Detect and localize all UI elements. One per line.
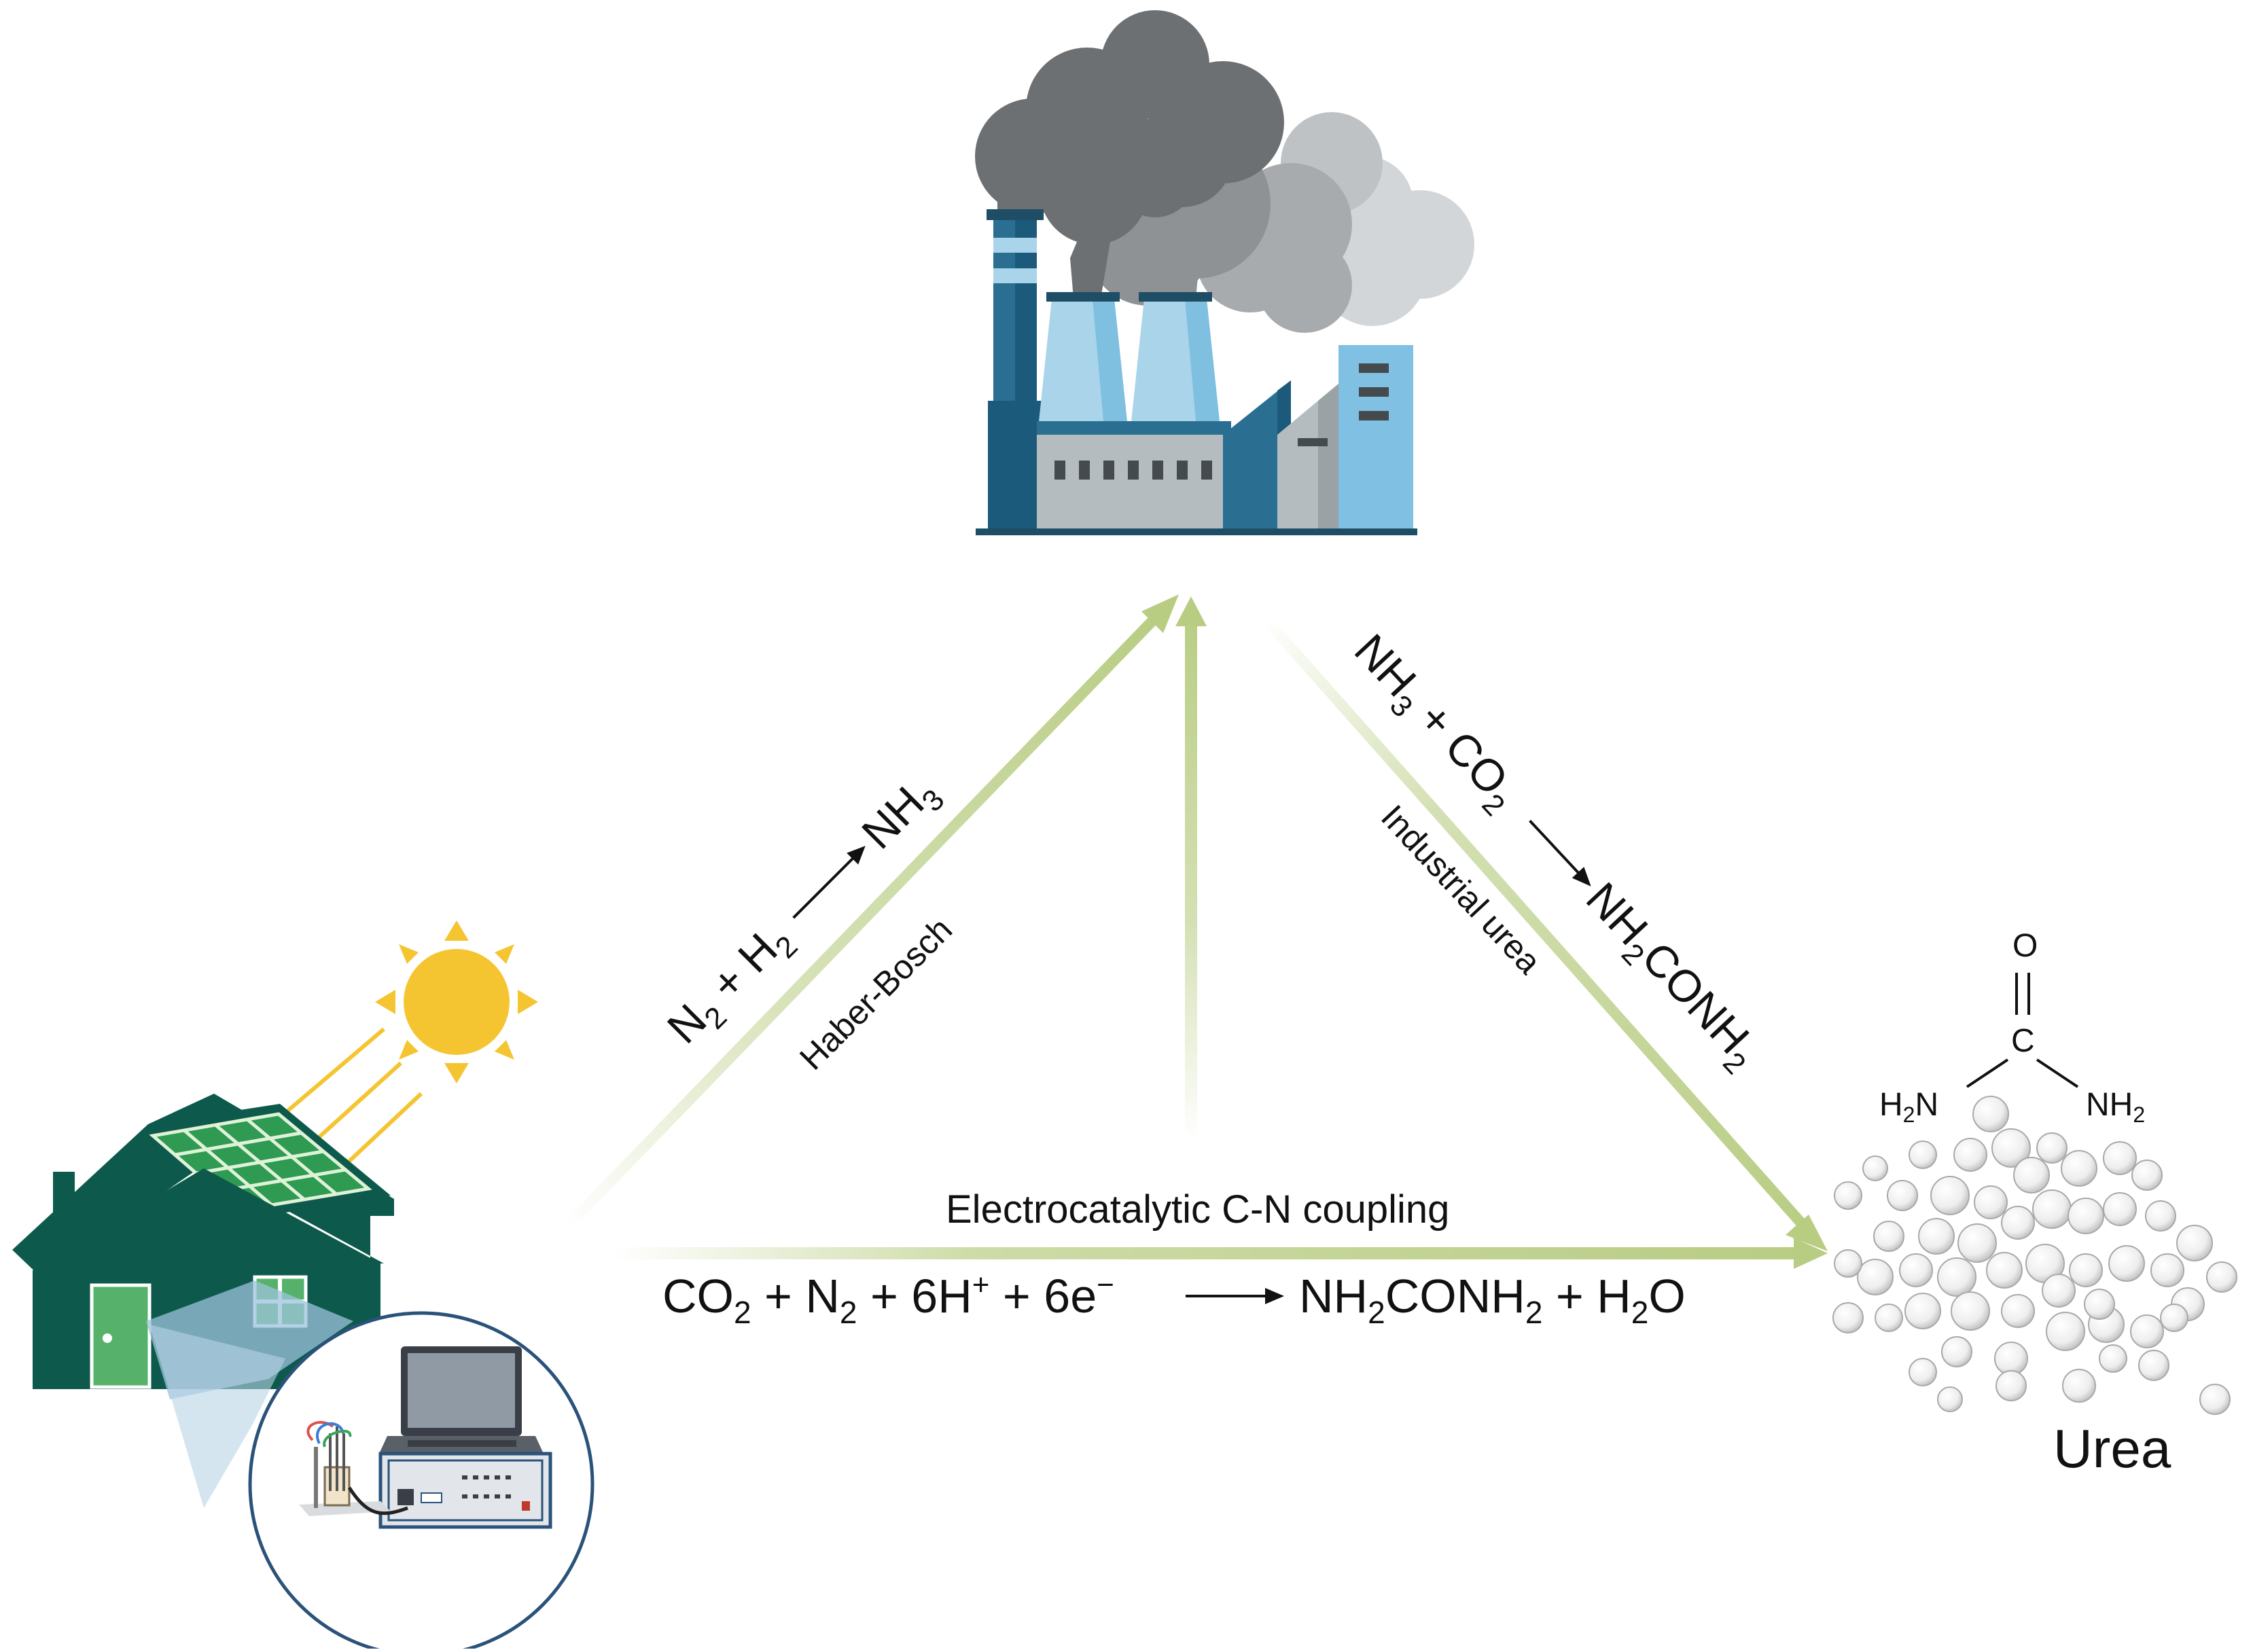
urea-granule (1986, 1252, 2023, 1289)
urea-granule (1974, 1185, 2008, 1219)
laptop-icon (379, 1346, 544, 1454)
haber-bosch-equation: N2 + H2 NH3 (658, 777, 951, 1058)
urea-granule (2108, 1245, 2145, 1282)
urea-granule (2138, 1350, 2169, 1381)
urea-granule (2206, 1261, 2237, 1293)
urea-granule (1930, 1176, 1970, 1215)
urea-granule (1875, 1304, 1903, 1332)
electrocatalytic-arrow (611, 1247, 1800, 1259)
urea-granule (1834, 1181, 1862, 1210)
door (92, 1285, 149, 1387)
atom-c: C (2011, 1023, 2035, 1059)
urea-granule (1951, 1291, 1990, 1331)
urea-granule (2145, 1200, 2176, 1232)
urea-granule (2036, 1132, 2068, 1164)
sun-icon (375, 920, 538, 1083)
group-nh2: NH2 (2086, 1087, 2145, 1127)
industrial-urea-arrow (1266, 621, 1808, 1230)
electrocatalytic-product: NH2CONH2 + H2O (1299, 1270, 1686, 1330)
lab-inset (248, 1311, 595, 1652)
electrocatalytic-equation: CO2 + N2 + 6H+ + 6e− (662, 1268, 1114, 1330)
eq-industrial-product: NH2CONH2 (1571, 873, 1771, 1081)
urea-granule (2032, 1189, 2072, 1229)
urea-granule (1862, 1155, 1888, 1181)
arrows (567, 594, 1828, 1269)
urea-granule (1887, 1180, 1918, 1211)
urea-granule (2099, 1344, 2127, 1373)
main-building (1037, 435, 1223, 530)
atom-o: O (2012, 928, 2038, 964)
urea-granule (2199, 1384, 2231, 1415)
electrocatalytic-label: Electrocatalytic C-N coupling (946, 1187, 1449, 1232)
smoke-cloud (975, 10, 1474, 333)
group-h2n: H2N (1879, 1087, 1938, 1127)
urea-granule (1909, 1358, 1937, 1386)
urea-granule (2001, 1294, 2035, 1328)
urea-granule (1832, 1302, 1864, 1333)
office-building (1338, 345, 1413, 530)
urea-granule (2046, 1312, 2085, 1351)
urea-granule (1904, 1293, 1941, 1329)
urea-granule (2062, 1369, 2096, 1403)
urea-granule (2150, 1253, 2184, 1287)
urea-granule (1909, 1141, 1937, 1169)
haber-bosch-label: Haber-Bosch (792, 910, 959, 1077)
urea-granule (2084, 1289, 2115, 1320)
urea-granule (2013, 1157, 2050, 1193)
urea-granule (1991, 1128, 2031, 1168)
urea-granule (2042, 1274, 2076, 1308)
potentiostat-icon (378, 1452, 552, 1529)
industrial-urea-label: Industrial urea (1374, 797, 1548, 981)
urea-granule (2069, 1253, 2103, 1287)
urea-granule (2103, 1192, 2137, 1226)
electrochemical-cell-icon (299, 1420, 408, 1516)
direct-arrow (1185, 618, 1197, 1141)
svg-text:NH3 + CO2: NH3 + CO2 (1339, 624, 1529, 823)
urea-granule (2068, 1198, 2104, 1234)
factory-icon (975, 10, 1474, 535)
urea-structure: O C H2N NH2 (1879, 928, 2145, 1127)
urea-granule (1994, 1342, 2028, 1376)
urea-granule (1834, 1249, 1862, 1278)
svg-text:N2 + H2: N2 + H2 (658, 912, 804, 1058)
urea-granule (2131, 1160, 2163, 1191)
urea-granule (1941, 1336, 1972, 1367)
urea-granule (1972, 1096, 2009, 1132)
urea-granule (2160, 1304, 2188, 1332)
urea-granule (2176, 1225, 2213, 1261)
urea-granule (2103, 1141, 2137, 1175)
urea-granule (1937, 1257, 1976, 1297)
urea-granule (1995, 1370, 2027, 1401)
urea-granule (2001, 1206, 2035, 1240)
urea-granule (1873, 1221, 1904, 1252)
urea-granule (1937, 1386, 1963, 1412)
urea-granules-icon (1832, 1096, 2237, 1415)
urea-granule (1953, 1138, 1987, 1172)
haber-bosch-arrow (567, 614, 1159, 1227)
urea-granule (2061, 1150, 2097, 1187)
urea-label: Urea (2053, 1418, 2171, 1479)
urea-granule (1918, 1218, 1955, 1255)
urea-granule (1857, 1259, 1894, 1295)
urea-granule (1899, 1253, 1933, 1287)
urea-granule (1957, 1223, 1997, 1263)
urea-granule (2130, 1314, 2164, 1348)
